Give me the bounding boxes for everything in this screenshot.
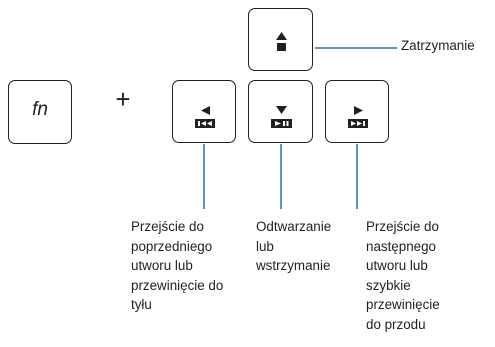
play-pause-icon: [271, 106, 292, 128]
play-pause-label: Odtwarzanie lub wstrzymanie: [256, 217, 331, 276]
previous-label-line: tyłu: [131, 297, 152, 312]
next-label-line: Przejście do: [366, 219, 439, 234]
previous-label-line: Przejście do: [131, 219, 204, 234]
previous-label-line: utworu lub: [131, 258, 193, 273]
stop-icon: [276, 32, 287, 51]
next-label: Przejście do następnego utworu lub szybk…: [366, 217, 440, 334]
stop-label: Zatrzymanie: [401, 38, 475, 53]
play-pause-key[interactable]: [248, 80, 313, 143]
fn-key-label: fn: [32, 99, 48, 120]
previous-label-line: przewinięcie do: [131, 277, 224, 293]
previous-label-line: poprzedniego: [131, 238, 213, 254]
next-track-key[interactable]: [325, 80, 389, 143]
play-pause-label-line: lub: [256, 238, 274, 254]
previous-track-icon: [195, 106, 215, 128]
next-track-icon: [348, 106, 368, 128]
next-label-line: do przodu: [366, 316, 426, 332]
next-connector-line: [356, 144, 358, 209]
play-pause-connector-line: [280, 144, 282, 209]
play-pause-label-line: Odtwarzanie: [256, 219, 332, 234]
previous-label: Przejście do poprzedniego utworu lub prz…: [131, 217, 223, 315]
stop-connector-line: [315, 47, 397, 49]
next-label-line: utworu lub: [366, 258, 428, 273]
play-pause-label-line: wstrzymanie: [256, 258, 331, 273]
stop-key[interactable]: [248, 8, 313, 71]
previous-track-key[interactable]: [172, 80, 236, 143]
plus-sign: +: [115, 84, 131, 114]
next-label-line: przewinięcie: [366, 297, 440, 312]
fn-key[interactable]: fn: [8, 80, 72, 144]
previous-connector-line: [203, 144, 205, 209]
next-label-line: następnego: [366, 238, 436, 254]
next-label-line: szybkie: [366, 277, 411, 293]
